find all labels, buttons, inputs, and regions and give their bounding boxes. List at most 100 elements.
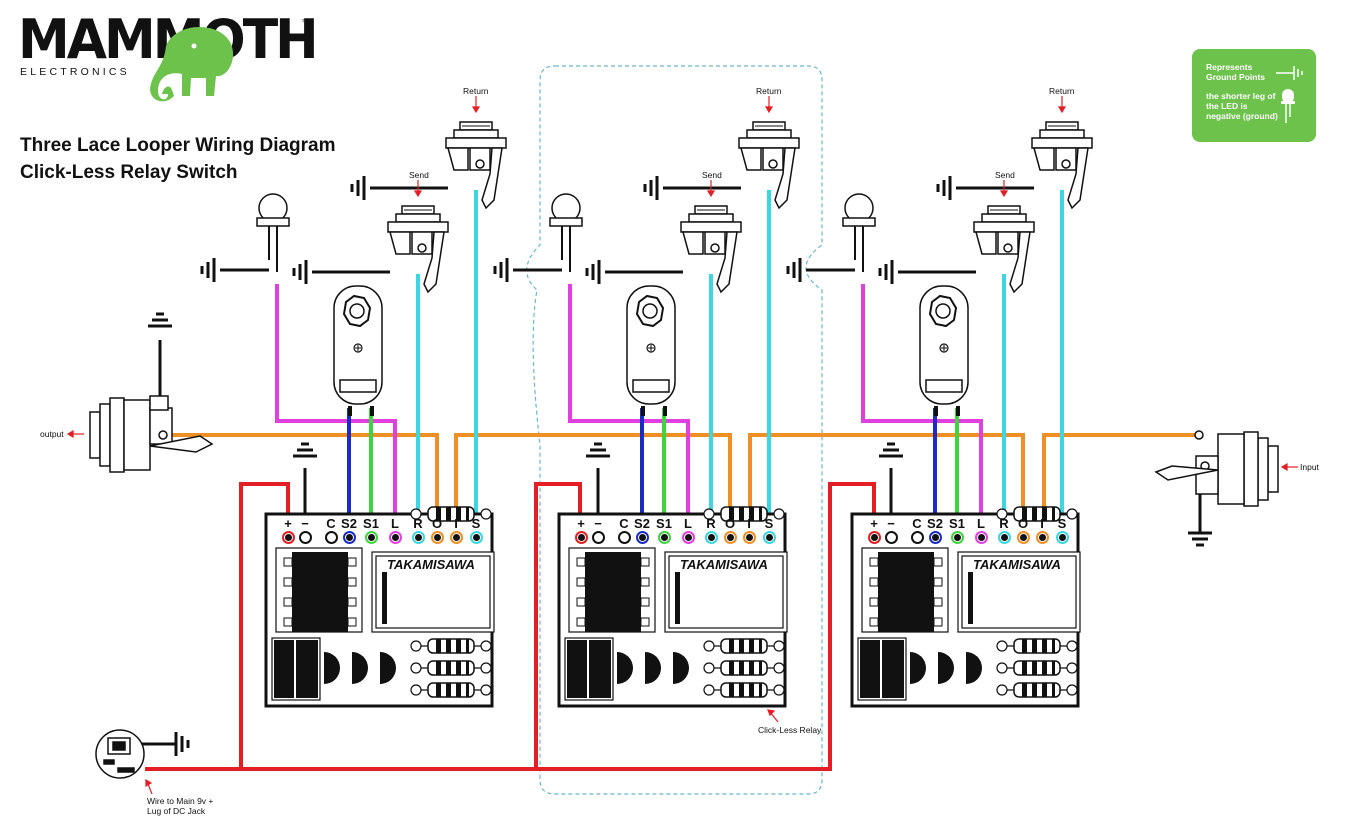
trademark: ™ — [301, 18, 309, 27]
pin-label-1: + — [284, 516, 292, 531]
relay-brand-label: TAKAMISAWA — [387, 557, 475, 572]
legend-led-text: the shorter leg of the LED is negative (… — [1206, 91, 1278, 121]
pin-label-2: − — [594, 516, 602, 531]
pin-terminal — [911, 531, 924, 544]
ground-symbol-icon — [1276, 66, 1303, 80]
led-1 — [256, 193, 290, 273]
led-2 — [549, 193, 583, 273]
pin-label-5: S1 — [656, 516, 672, 531]
pin-label-7: R — [999, 516, 1009, 531]
pin-dot — [434, 534, 441, 541]
pin-label-3: C — [619, 516, 629, 531]
pin-dot — [661, 534, 668, 541]
pin-dot — [871, 534, 878, 541]
pin-label-3: C — [326, 516, 336, 531]
pin-label-9: I — [747, 516, 751, 531]
pin-label-1: + — [577, 516, 585, 531]
pin-label-4: S2 — [634, 516, 650, 531]
pin-label-2: − — [301, 516, 309, 531]
relay-label: Click-Less Relay — [758, 725, 822, 735]
pin-label-8: O — [724, 516, 736, 531]
pin-terminal — [325, 531, 338, 544]
relay-brand-label: TAKAMISAWA — [973, 557, 1061, 572]
pin-label-10: S — [1057, 516, 1067, 531]
pin-terminal — [592, 531, 605, 544]
dc-jack — [95, 729, 145, 779]
pin-dot — [954, 534, 961, 541]
pin-dot — [453, 534, 460, 541]
pin-dot — [932, 534, 939, 541]
audio-wire — [168, 433, 1199, 536]
led-wires — [275, 284, 983, 536]
diagram-title: Three Lace Looper Wiring Diagram — [20, 135, 336, 156]
send-label-2: Send — [702, 170, 722, 180]
legend-box: Represents Ground Points the shorter leg… — [1192, 49, 1316, 142]
pin-label-2: − — [887, 516, 895, 531]
dc-label-line2: Lug of DC Jack — [147, 806, 206, 816]
relay-brand-label: TAKAMISAWA — [680, 557, 768, 572]
pin-label-7: R — [706, 516, 716, 531]
pin-label-4: S2 — [927, 516, 943, 531]
pin-label-10: S — [471, 516, 481, 531]
output-jack — [89, 395, 214, 473]
mammoth-icon — [150, 26, 234, 102]
pin-label-10: S — [764, 516, 774, 531]
diagram-subtitle: Click-Less Relay Switch — [20, 162, 238, 183]
pin-label-4: S2 — [341, 516, 357, 531]
pin-dot — [285, 534, 292, 541]
pin-dot — [639, 534, 646, 541]
pin-label-5: S1 — [949, 516, 965, 531]
pin-label-8: O — [1017, 516, 1029, 531]
pin-label-6: L — [977, 516, 985, 531]
pin-label-5: S1 — [363, 516, 379, 531]
pin-label-9: I — [454, 516, 458, 531]
pin-dot — [1059, 534, 1066, 541]
pin-dot — [1001, 534, 1008, 541]
led-icon — [1281, 89, 1295, 123]
pin-dot — [708, 534, 715, 541]
pin-dot — [746, 534, 753, 541]
legend-icons — [1276, 66, 1303, 123]
pin-dot — [1039, 534, 1046, 541]
legend-ground-text: Represents Ground Points — [1206, 62, 1266, 82]
pin-label-8: O — [431, 516, 443, 531]
return-label-2: Return — [756, 86, 782, 96]
pin-label-1: + — [870, 516, 878, 531]
pin-label-6: L — [391, 516, 399, 531]
input-jack — [1154, 430, 1279, 507]
power-wire — [145, 482, 876, 771]
pin-dot — [346, 534, 353, 541]
pin-dot — [727, 534, 734, 541]
footswitch-2 — [626, 285, 676, 417]
return-label-1: Return — [463, 86, 489, 96]
relay-highlight-outline — [526, 65, 823, 795]
pin-dot — [1020, 534, 1027, 541]
input-label: Input — [1300, 462, 1319, 472]
pin-dot — [766, 534, 773, 541]
pin-dot — [415, 534, 422, 541]
send-label-3: Send — [995, 170, 1015, 180]
pin-dot — [978, 534, 985, 541]
dc-label-line1: Wire to Main 9v + — [147, 796, 214, 806]
pin-terminal — [299, 531, 312, 544]
pin-label-6: L — [684, 516, 692, 531]
output-label: output — [40, 429, 64, 439]
pin-dot — [392, 534, 399, 541]
pin-dot — [685, 534, 692, 541]
pin-label-3: C — [912, 516, 922, 531]
led-3 — [842, 193, 876, 273]
pin-terminal — [885, 531, 898, 544]
label-arrows — [66, 96, 1298, 795]
return-label-3: Return — [1049, 86, 1075, 96]
send-label-1: Send — [409, 170, 429, 180]
pin-label-9: I — [1040, 516, 1044, 531]
pin-label-7: R — [413, 516, 423, 531]
footswitch-1 — [333, 285, 383, 417]
pin-terminal — [618, 531, 631, 544]
pin-dot — [473, 534, 480, 541]
pin-dot — [368, 534, 375, 541]
pin-dot — [578, 534, 585, 541]
brand-subtitle: ELECTRONICS — [20, 66, 130, 78]
footswitch-3 — [919, 285, 969, 417]
